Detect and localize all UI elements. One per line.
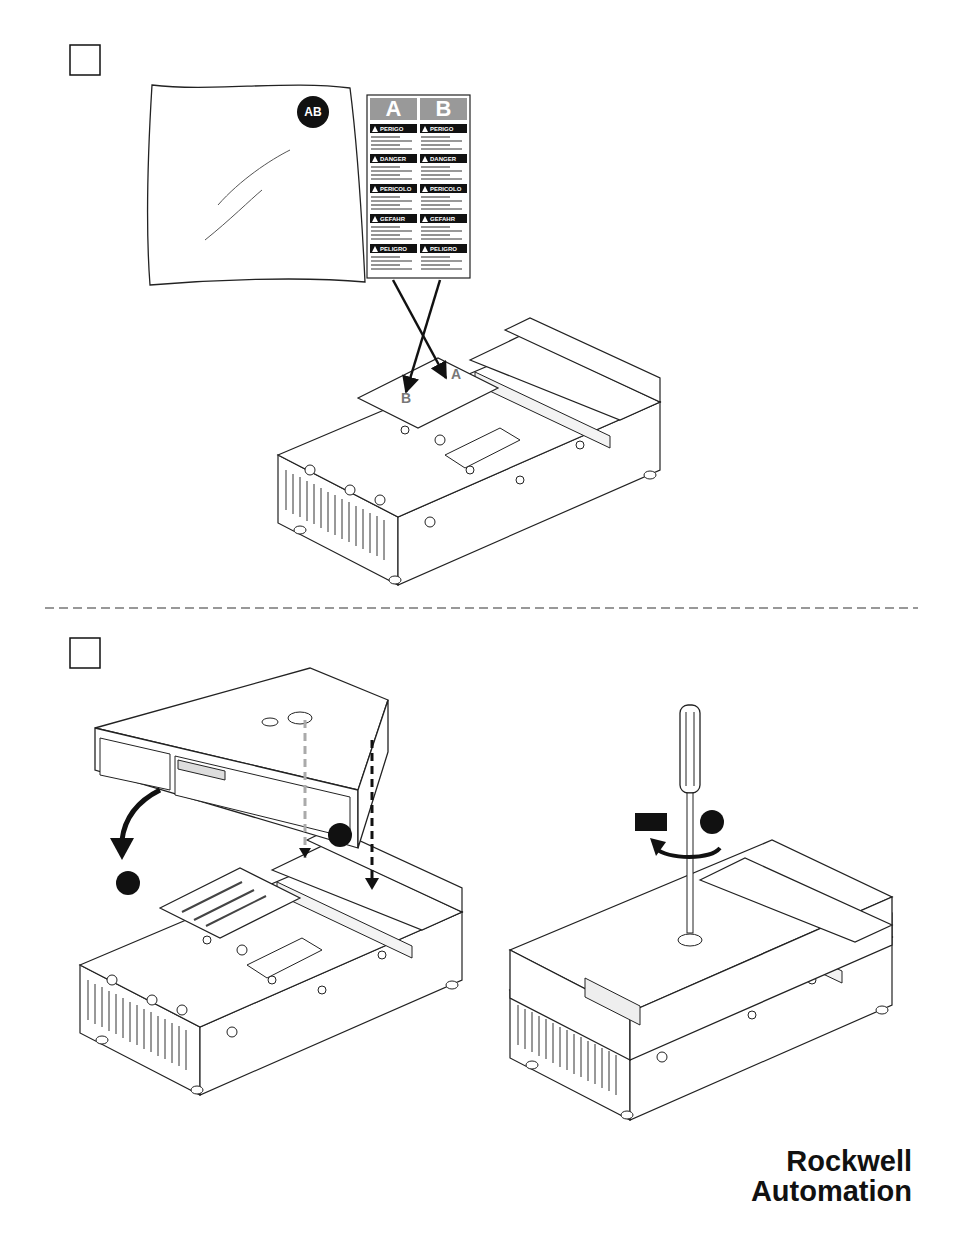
warning-word: PERIGO [430,125,467,133]
label-letter: B [420,97,467,121]
warning-word: PERICOLO [430,185,467,193]
warning-word: GEFAHR [430,215,467,223]
callout-circle [116,871,140,895]
warning-word: PERIGO [380,125,417,133]
callout-circle [328,823,352,847]
label-bag [147,85,365,285]
warning-word: DANGER [430,155,467,163]
step-box [70,45,100,75]
company-logo: Rockwell Automation [690,1146,912,1206]
label-letter: B [398,390,414,406]
warning-word: PELIGRO [380,245,417,253]
brand-logo: AB [298,104,328,120]
ab-logo [297,96,329,128]
warning-word: DANGER [380,155,417,163]
label-letter: A [448,366,464,382]
label-letter: A [370,97,417,121]
warning-word: PELIGRO [430,245,467,253]
step-box [70,638,100,668]
warning-word: GEFAHR [380,215,417,223]
warning-word: PERICOLO [380,185,417,193]
label-sheet [367,95,470,278]
callout-circle [700,810,724,834]
